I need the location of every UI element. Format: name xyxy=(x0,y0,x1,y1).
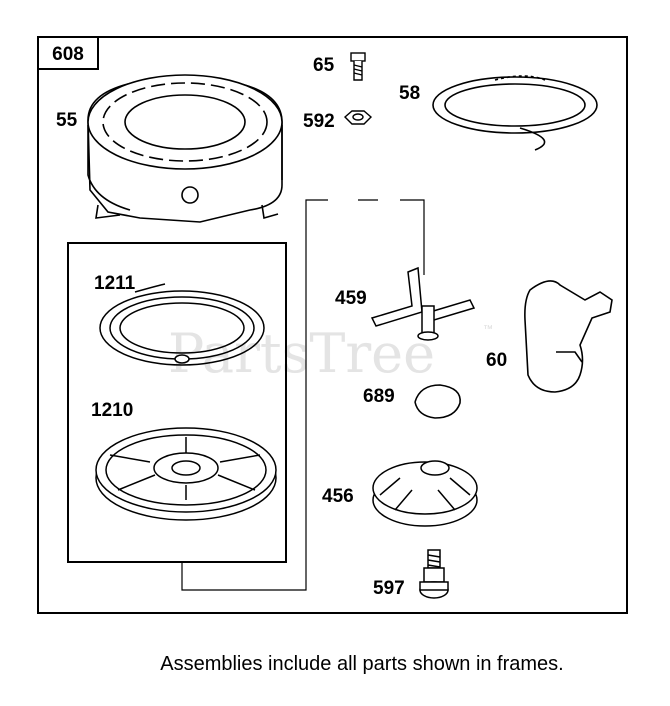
part-label-459: 459 xyxy=(335,288,367,309)
handle-60 xyxy=(524,280,613,393)
blower-housing-55 xyxy=(87,74,283,223)
part-label-592: 592 xyxy=(303,111,335,132)
part-label-60: 60 xyxy=(486,350,507,371)
dog-459 xyxy=(370,266,476,341)
watermark-trademark: ™ xyxy=(483,324,493,335)
bolt-65 xyxy=(350,52,366,81)
pulley-1210 xyxy=(95,427,277,521)
ratchet-456 xyxy=(372,460,478,527)
screw-597 xyxy=(419,549,449,599)
part-label-65: 65 xyxy=(313,55,335,76)
rope-58 xyxy=(432,75,598,151)
sub-assembly-frame xyxy=(67,242,287,563)
assembly-number-box xyxy=(37,36,99,70)
watermark: PartsTree xyxy=(168,322,435,385)
assemblies-caption: Assemblies include all parts shown in fr… xyxy=(160,653,564,675)
retainer-ring-689 xyxy=(414,384,461,419)
connector-line-left xyxy=(181,199,328,591)
nut-592 xyxy=(343,110,373,125)
part-label-58: 58 xyxy=(399,83,420,104)
part-label-1210: 1210 xyxy=(91,400,133,421)
part-label-689: 689 xyxy=(363,386,395,407)
part-label-1211: 1211 xyxy=(94,273,136,294)
spring-1211 xyxy=(99,283,265,366)
assembly-frame xyxy=(37,36,628,614)
assembly-number: 608 xyxy=(52,44,84,65)
part-label-456: 456 xyxy=(322,486,354,507)
part-label-597: 597 xyxy=(373,578,405,599)
connector-line-right xyxy=(400,199,425,275)
part-label-55: 55 xyxy=(56,110,78,131)
